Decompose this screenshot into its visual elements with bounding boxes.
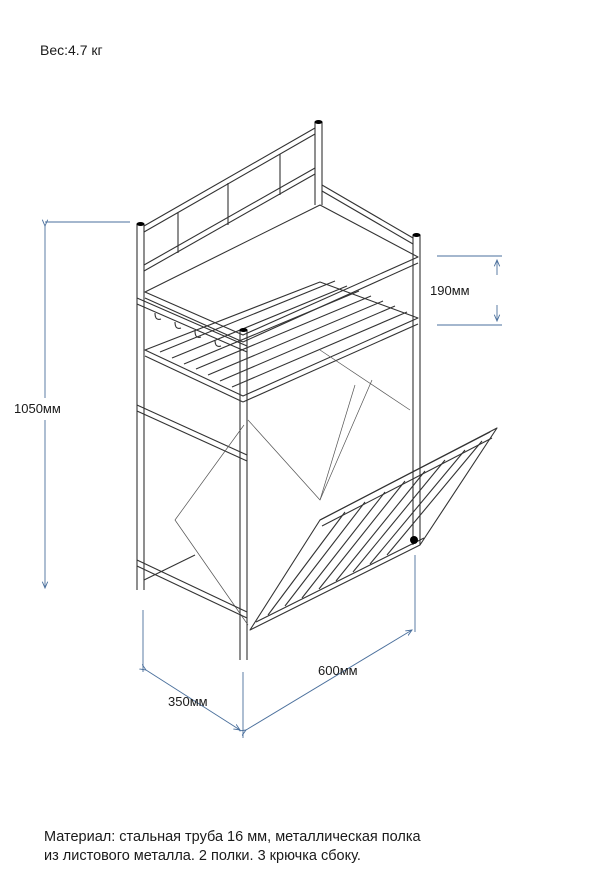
width-dimension-label: 600мм — [318, 663, 358, 678]
description-line-2: из листового металла. 2 полки. 3 крючка … — [44, 848, 361, 864]
height-dimension-label: 1050мм — [14, 401, 61, 416]
weight-label: Вес:4.7 кг — [40, 42, 103, 58]
shelf-gap-dimension-label: 190мм — [430, 283, 470, 298]
dimension-lines — [45, 222, 502, 738]
description-line-1: Материал: стальная труба 16 мм, металлич… — [44, 829, 421, 845]
material-description: Материал: стальная труба 16 мм, металлич… — [44, 828, 421, 866]
depth-dimension-label: 350мм — [168, 694, 208, 709]
frame — [136, 120, 498, 660]
